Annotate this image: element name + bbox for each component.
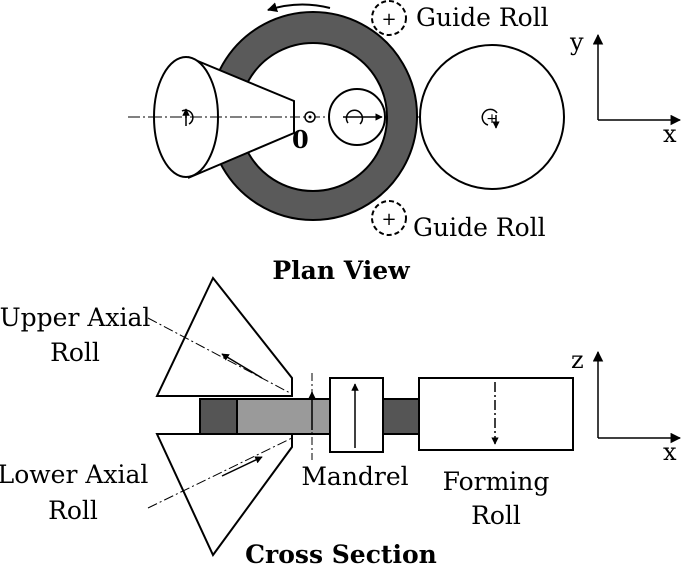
plan-y-axis-label: y [569,28,584,56]
guide-roll-bottom-icon [371,200,407,236]
upper-axial-roll-label-line2: Roll [50,338,100,367]
lower-axial-axis-arrow [147,437,293,509]
section-mandrel [329,377,384,453]
plan-axial-cone [150,56,295,179]
mandrel-rotation-icon [345,109,364,125]
forming-roll-label-line1: Forming [443,467,550,496]
plan-view-title: Plan View [272,256,411,285]
guide-roll-top-symbol: + [381,9,396,30]
ring-section-dark-left [199,398,238,435]
forming-roll-label-line2: Roll [471,501,521,530]
section-z-axis-label: z [571,346,584,374]
lower-axial-roll [155,433,293,557]
upper-axial-roll-label-line1: Upper Axial [0,303,150,332]
mandrel-label: Mandrel [301,462,408,491]
upper-axial-axis-arrow [147,317,293,395]
section-x-axis-label: x [663,438,677,466]
plan-axes: y x [569,28,682,148]
ring-section-light [236,398,331,435]
ring-rotation-arrow-icon [267,2,331,12]
guide-roll-top-label: Guide Roll [416,3,549,32]
upper-axial-roll [155,276,293,397]
guide-roll-top-icon [371,0,407,36]
cross-section-title: Cross Section [245,540,437,569]
forming-roll-rotation-icon [481,108,498,126]
plan-view: 0 + + Guide Roll + Guide Roll y x Plan V… [128,0,682,285]
guide-roll-bottom-symbol: + [381,209,396,230]
section-forming-roll [418,377,574,451]
ring-workpiece [208,11,418,221]
guide-roll-bottom-label: Guide Roll [413,213,546,242]
forming-roll-plus-icon: + [486,111,498,127]
section-axes: z x [571,346,682,466]
ring-section-dark-right [382,398,420,435]
cross-section: Upper Axial Roll Lower Axial Roll Mandre… [0,276,682,569]
lower-axial-roll-label-line1: Lower Axial [0,460,148,489]
origin-label: 0 [292,125,309,154]
plan-forming-roll [419,44,565,190]
lower-axial-roll-label-line2: Roll [48,496,98,525]
plan-x-axis-label: x [663,120,677,148]
